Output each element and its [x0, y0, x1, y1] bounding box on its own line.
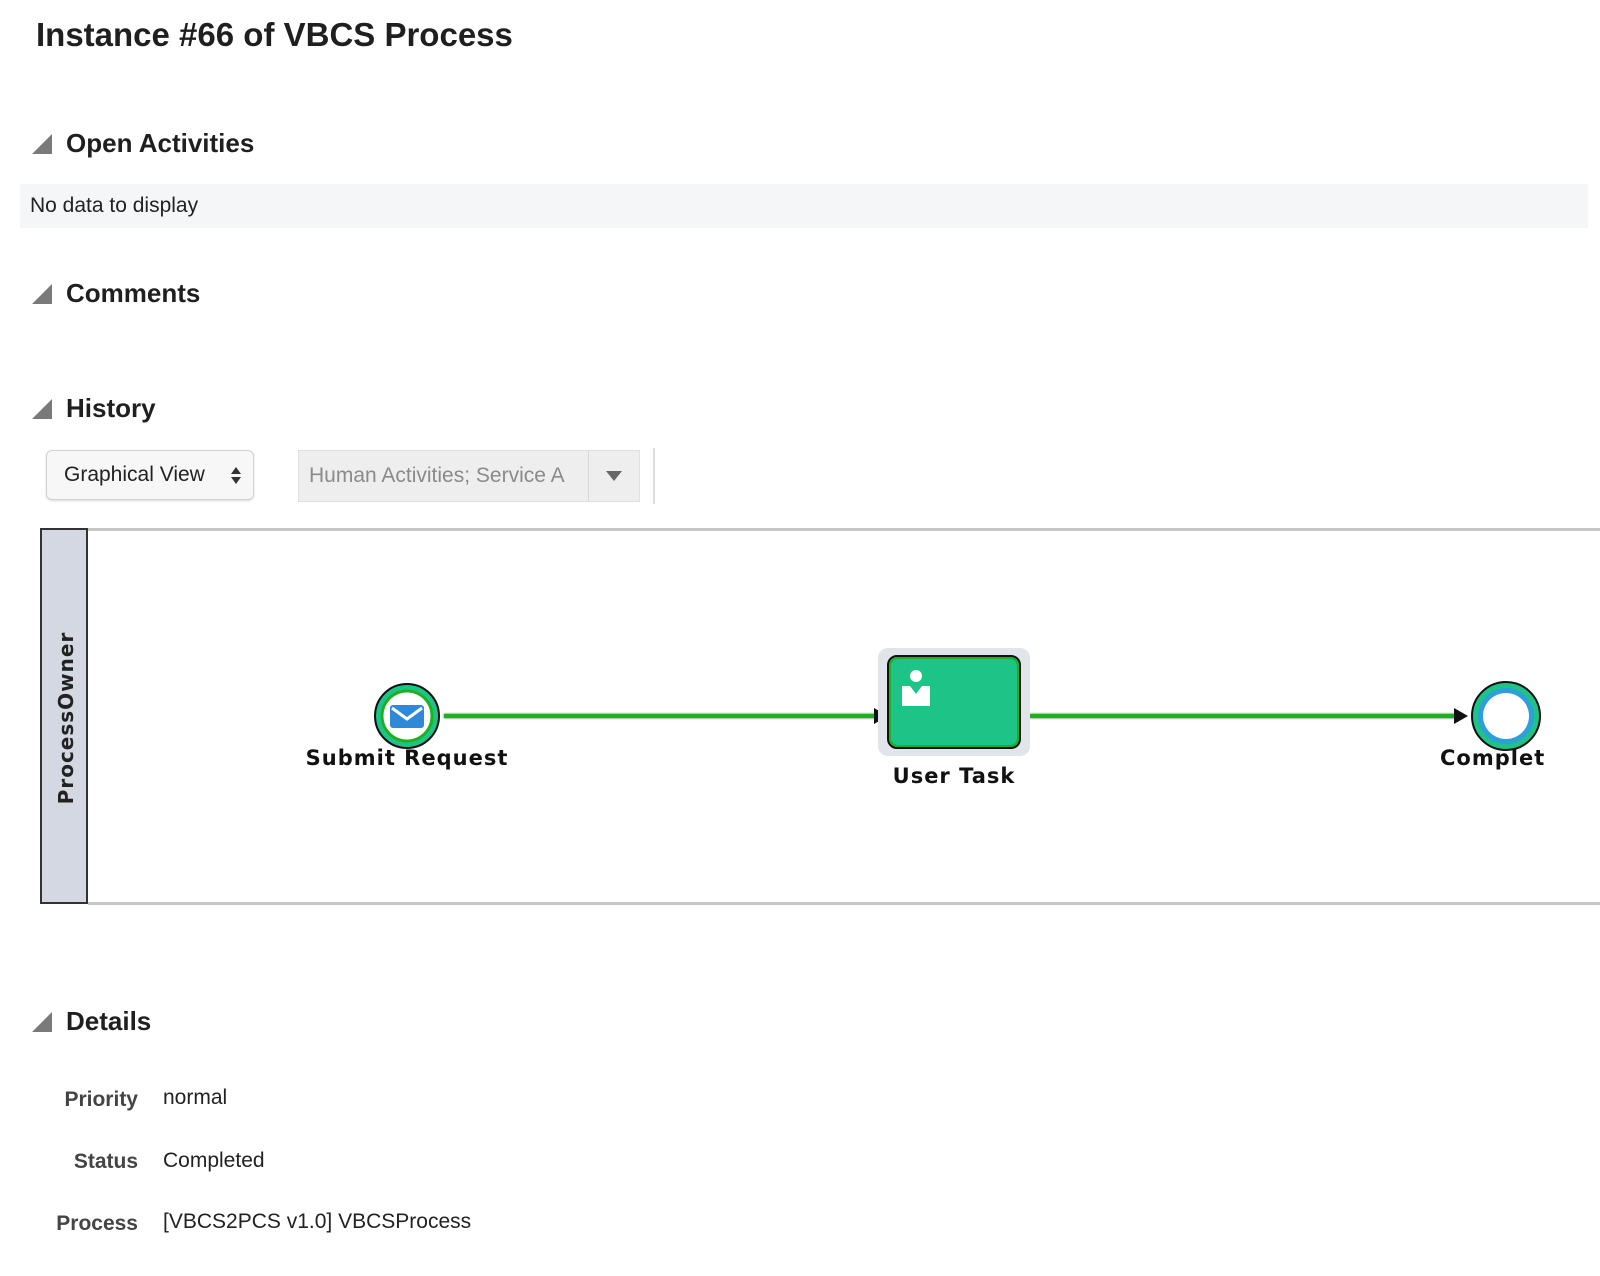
- sequence-flow-1: [444, 714, 878, 718]
- user-task-label: User Task: [892, 764, 1016, 788]
- history-title: History: [66, 393, 156, 423]
- swimlane-label: ProcessOwner: [54, 631, 78, 805]
- message-start-event[interactable]: [370, 674, 444, 758]
- swimlane-header: ProcessOwner: [40, 528, 88, 904]
- status-label: Status: [73, 1150, 138, 1173]
- no-data-message: No data to display: [30, 194, 199, 217]
- open-activities-title: Open Activities: [66, 128, 255, 158]
- activity-filter-input[interactable]: [299, 451, 588, 501]
- details-header[interactable]: Details: [32, 1006, 151, 1037]
- swimlane-top-border: [88, 528, 1600, 531]
- arrowhead-icon: [1454, 708, 1468, 724]
- process-label: Process: [56, 1212, 138, 1235]
- activity-filter-dropdown-button[interactable]: [588, 451, 639, 501]
- view-mode-select[interactable]: Graphical View: [46, 450, 254, 500]
- page-title: Instance #66 of VBCS Process: [36, 16, 513, 53]
- disclosure-triangle-icon[interactable]: [32, 1011, 52, 1032]
- start-event-label: Submit Request: [305, 746, 509, 770]
- details-title: Details: [66, 1006, 152, 1036]
- comments-title: Comments: [66, 278, 201, 308]
- sequence-flow-2: [1030, 714, 1463, 718]
- history-header[interactable]: History: [32, 393, 156, 424]
- end-event[interactable]: [1464, 674, 1544, 754]
- user-icon: [902, 670, 930, 706]
- activity-filter-combobox[interactable]: [298, 450, 640, 502]
- envelope-icon: [390, 705, 424, 728]
- priority-label: Priority: [64, 1088, 138, 1111]
- open-activities-header[interactable]: Open Activities: [32, 128, 254, 159]
- toolbar-divider: [653, 448, 655, 504]
- disclosure-triangle-icon[interactable]: [32, 398, 52, 419]
- view-mode-selected-value: Graphical View: [64, 463, 205, 486]
- status-value: Completed: [163, 1149, 265, 1172]
- swimlane-bottom-border: [88, 902, 1600, 905]
- disclosure-triangle-icon[interactable]: [32, 133, 52, 154]
- priority-value: normal: [163, 1086, 228, 1109]
- end-event-clip: [1460, 668, 1576, 764]
- user-task-activity[interactable]: [876, 646, 1032, 786]
- updown-arrows-icon: [231, 466, 241, 484]
- process-value: [VBCS2PCS v1.0] VBCSProcess: [163, 1210, 472, 1233]
- open-activities-table: No data to display: [20, 184, 1588, 228]
- process-diagram: ProcessOwner Submit Request User Task: [40, 528, 1600, 908]
- end-event-label: Complet: [1440, 746, 1546, 770]
- comments-header[interactable]: Comments: [32, 278, 200, 309]
- chevron-down-icon: [606, 471, 622, 481]
- disclosure-triangle-icon[interactable]: [32, 283, 52, 304]
